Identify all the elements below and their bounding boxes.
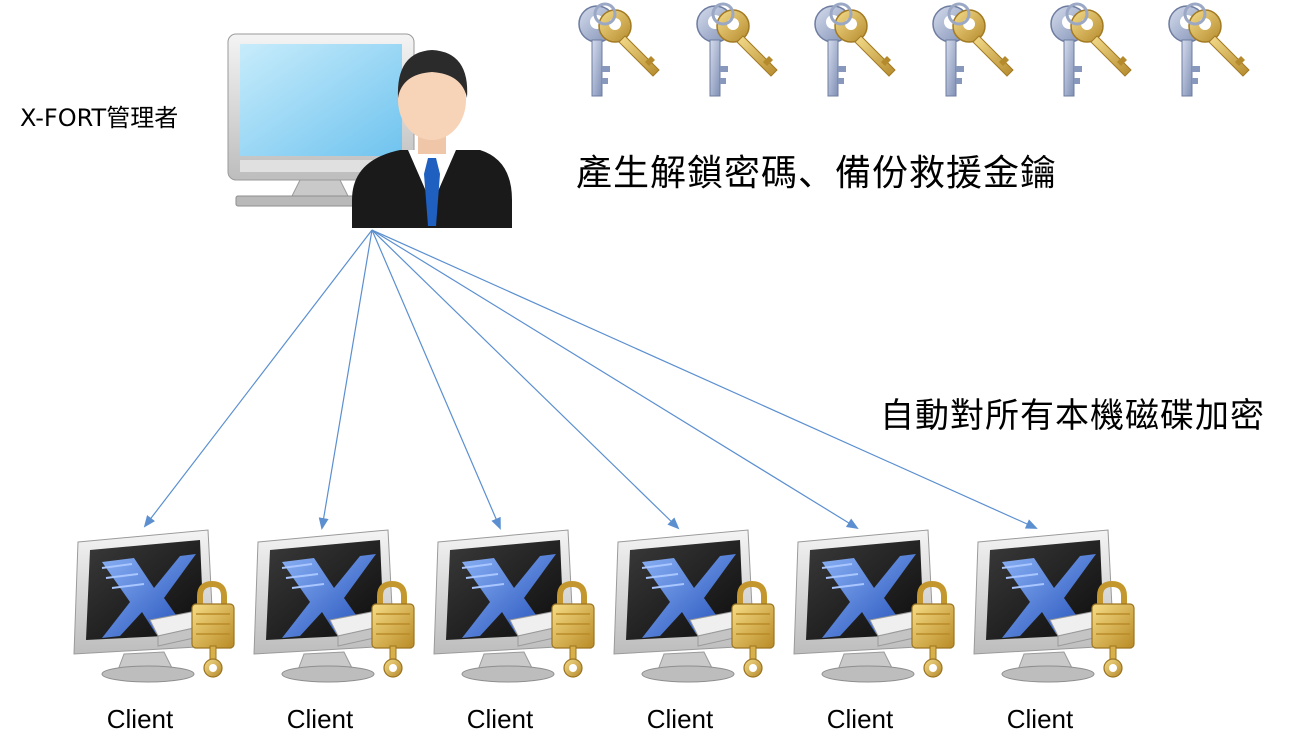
connection-arrow [371, 229, 859, 530]
keys-caption: 產生解鎖密碼、備份救援金鑰 [576, 153, 1058, 194]
padlock-icon [731, 580, 775, 678]
key-icon [1168, 2, 1250, 97]
client-computer-icon [433, 529, 595, 683]
padlock-icon [911, 580, 955, 678]
client-label: Client [286, 704, 354, 734]
administrator-avatar-icon [352, 50, 512, 228]
padlock-icon [1091, 580, 1135, 678]
client-computer-icon [793, 529, 955, 683]
key-icon [932, 2, 1014, 97]
key-icon [1050, 2, 1132, 97]
connection-arrow [143, 229, 373, 528]
padlock-icon [551, 580, 595, 678]
connection-arrow [371, 229, 501, 530]
client-computer-icon [73, 529, 235, 683]
padlock-icon [371, 580, 415, 678]
connection-arrows [143, 229, 1038, 530]
encryption-caption: 自動對所有本機磁碟加密 [880, 396, 1265, 436]
connection-arrow [371, 229, 1038, 529]
client-computer-icon [253, 529, 415, 683]
client-computer-icon [973, 529, 1135, 683]
connection-arrow [318, 229, 373, 530]
client-label: Client [1006, 704, 1074, 734]
key-icon [814, 2, 896, 97]
connection-arrow [371, 229, 680, 530]
client-label: Client [646, 704, 714, 734]
key-icons-row [578, 2, 1250, 97]
client-label: Client [466, 704, 534, 734]
padlock-icon [191, 580, 235, 678]
client-computers-row [73, 529, 1135, 683]
client-label: Client [106, 704, 174, 734]
admin-label: X-FORT管理者 [20, 104, 179, 132]
key-icon [696, 2, 778, 97]
key-icon [578, 2, 660, 97]
client-label: Client [826, 704, 894, 734]
client-computer-icon [613, 529, 775, 683]
